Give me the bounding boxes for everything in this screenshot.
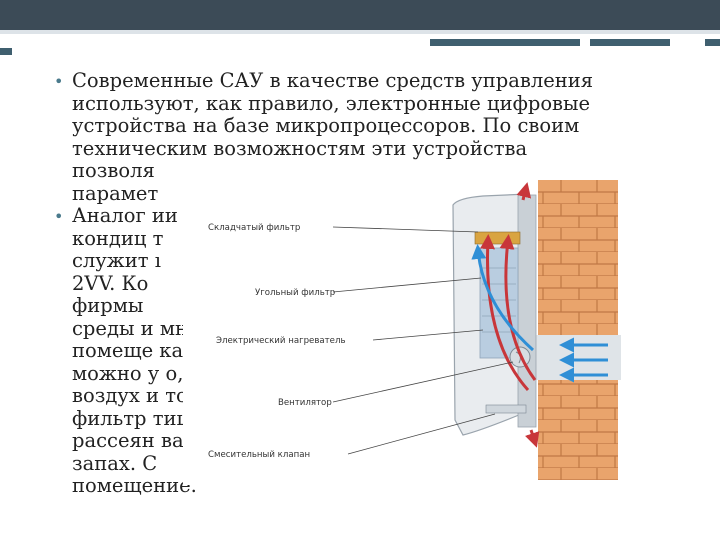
- cold-air-flow: [471, 244, 608, 383]
- header-accent-right: [590, 39, 670, 46]
- header-accent-edge: [705, 39, 720, 46]
- bullet-item-1: • Современные САУ в качестве средств упр…: [50, 69, 690, 205]
- slide-header-bar: [0, 0, 720, 34]
- callout-lines: [332, 226, 514, 455]
- bullet-marker-icon: •: [54, 207, 64, 226]
- air-conditioner-diagram: Складчатый фильтр Угольный фильтр Электр…: [183, 180, 683, 485]
- pleated-filter-element: [474, 231, 521, 245]
- unit-back-panel: [517, 194, 537, 428]
- bullet-list: • Современные САУ в качестве средств упр…: [50, 69, 690, 498]
- label-fan: Вентилятор: [278, 398, 332, 408]
- header-accent-mid: [430, 39, 580, 46]
- wall-opening: [535, 335, 621, 380]
- brick-wall: [538, 180, 618, 480]
- header-divider: [0, 30, 720, 34]
- bullet-text-1: Современные САУ в качестве средств управ…: [72, 69, 594, 205]
- label-mixing-valve: Смесительный клапан: [208, 450, 310, 460]
- label-carbon-filter: Угольный фильтр: [255, 288, 335, 298]
- label-electric-heater: Электрический нагреватель: [216, 336, 346, 346]
- bullet-marker-icon: •: [54, 72, 64, 91]
- mixing-valve-element: [485, 404, 527, 414]
- label-pleated-filter: Складчатый фильтр: [208, 223, 300, 233]
- warm-air-flow: [480, 182, 540, 448]
- header-accent-left: [0, 48, 12, 55]
